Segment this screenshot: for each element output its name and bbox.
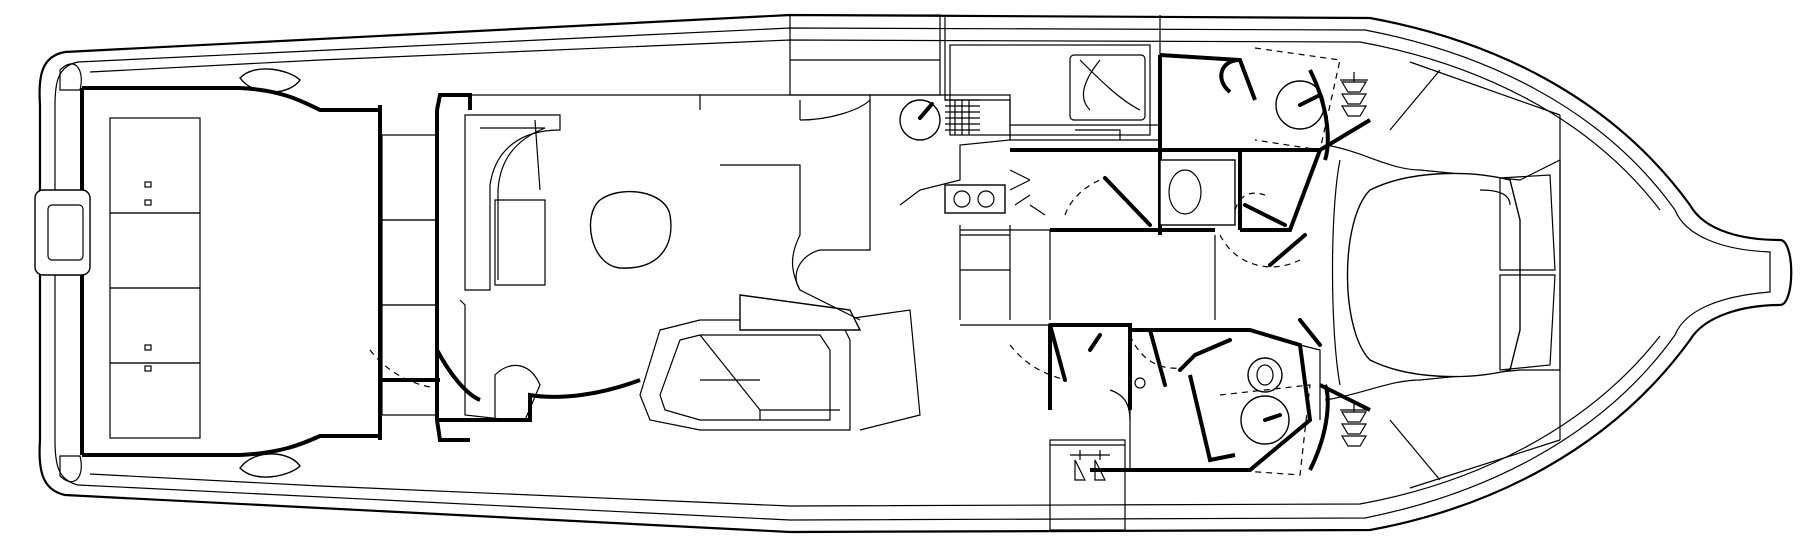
stove-icon bbox=[944, 184, 1006, 214]
hatch bbox=[109, 287, 201, 364]
hatch bbox=[109, 212, 201, 289]
companionway bbox=[1050, 228, 1216, 327]
toilet-icon bbox=[1159, 159, 1236, 226]
cleat bbox=[239, 453, 301, 478]
aft-head bbox=[1009, 318, 1322, 531]
island-berth bbox=[1346, 172, 1521, 378]
salon bbox=[369, 93, 701, 442]
cockpit bbox=[34, 63, 439, 483]
hull bbox=[38, 13, 1793, 534]
transom-door bbox=[34, 189, 91, 276]
sink-icon bbox=[1247, 357, 1283, 393]
forward-head bbox=[1010, 47, 1341, 268]
hanger-icon bbox=[1070, 450, 1110, 481]
salon-table bbox=[589, 190, 672, 269]
settee bbox=[464, 114, 561, 291]
hanger-icon bbox=[1340, 402, 1368, 447]
forward-berth bbox=[1308, 61, 1561, 489]
guest-stateroom bbox=[944, 15, 1161, 141]
hatch bbox=[109, 362, 201, 439]
dinette bbox=[639, 294, 921, 431]
hatch bbox=[109, 117, 201, 214]
hanger-icon bbox=[1340, 72, 1368, 117]
galley bbox=[700, 14, 1051, 326]
